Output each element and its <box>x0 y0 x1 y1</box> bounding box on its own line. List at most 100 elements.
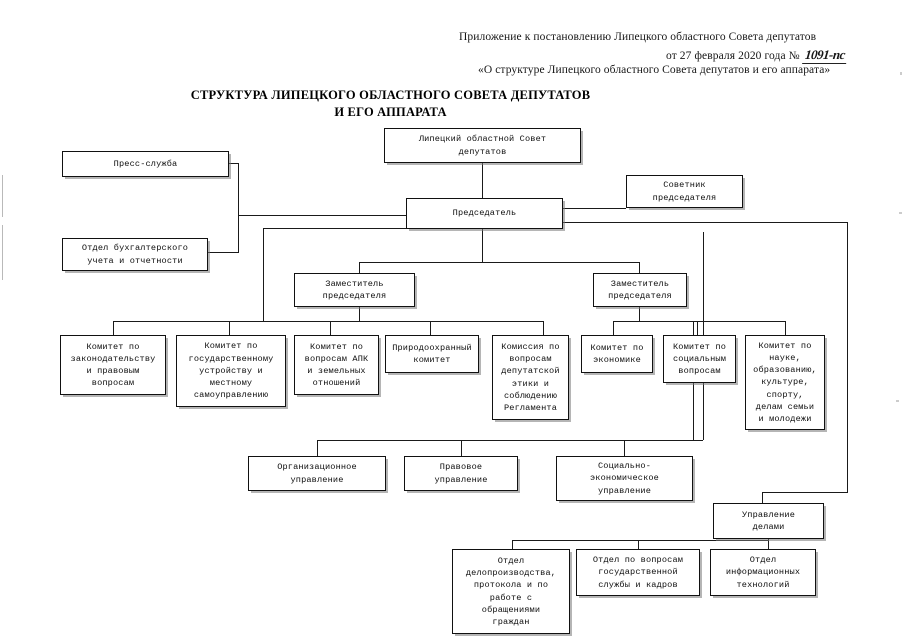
node-press-service[interactable]: Пресс-служба <box>62 151 229 177</box>
node-com-eco-line1: Природоохранный <box>392 342 472 353</box>
node-committee-economy[interactable]: Комитет по экономике <box>581 335 653 373</box>
connector-right-outer-spine <box>847 222 849 492</box>
node-chairman-label: Председатель <box>452 208 517 219</box>
node-com-economy-line1: Комитет по <box>590 342 644 353</box>
node-council[interactable]: Липецкий областной Совет депутатов <box>384 128 581 163</box>
appendix-date-prefix: от 27 февраля 2020 года № <box>666 50 800 62</box>
connector-drop-com-social <box>697 321 699 335</box>
node-committee-environment[interactable]: Природоохранный комитет <box>385 335 479 373</box>
node-com-law-line3: и правовым <box>86 366 140 376</box>
node-com-science-line5: спорту, <box>766 389 804 400</box>
appendix-number-handwritten: 1091-пс <box>801 47 848 64</box>
node-com-state-line3: устройству и <box>199 365 263 376</box>
connector-deputy-left-down <box>359 307 361 322</box>
connector-drop-com-state <box>229 321 231 335</box>
connector-drop-off-records <box>512 540 514 549</box>
node-com-social-line1: Комитет по <box>672 341 727 352</box>
node-com-law-line2: законодательству <box>70 353 156 364</box>
node-com-law-line1: Комитет по <box>86 341 140 352</box>
node-accounting-department[interactable]: Отдел бухгалтерского учета и отчетности <box>62 238 208 271</box>
node-com-state-line5: самоуправлению <box>193 390 269 401</box>
connector-chairman-left-stub <box>238 215 406 217</box>
connector-chairman-down <box>482 228 484 263</box>
node-com-ethics-line2: вопросам <box>509 354 552 365</box>
connector-drop-com-apk <box>330 321 332 335</box>
node-council-line1: Липецкий областной Совет <box>418 134 547 145</box>
node-press-label: Пресс-служба <box>113 158 178 169</box>
connector-committee-bus-right <box>613 321 785 323</box>
node-committee-state-structure[interactable]: Комитет по государственному устройству и… <box>176 335 286 407</box>
connector-offices-bus <box>512 540 769 542</box>
node-legal-department[interactable]: Правовое управление <box>404 456 518 491</box>
node-com-science-line4: культуре, <box>761 377 809 388</box>
connector-mgmt-left-spine <box>263 228 265 321</box>
connector-deputy-right-down <box>639 307 641 322</box>
node-committee-science[interactable]: Комитет по науке, образованию, культуре,… <box>745 335 825 430</box>
node-dep-affairs-line1: Управление <box>741 509 796 520</box>
node-accounting-line1: Отдел бухгалтерского <box>81 243 189 254</box>
node-deputy-chairman-left[interactable]: Заместитель председателя <box>294 273 415 307</box>
node-advisor-line1: Советник <box>663 180 706 191</box>
node-deputy-left-line2: председателя <box>322 291 387 301</box>
node-deputy-right-line1: Заместитель <box>610 278 670 289</box>
scan-artifact <box>2 175 3 217</box>
node-off-service-line1: Отдел по вопросам <box>592 555 684 566</box>
connector-chairman-lower-left <box>263 228 407 230</box>
node-it-office[interactable]: Отдел информационных технологий <box>710 549 816 596</box>
node-com-state-line2: государственному <box>188 353 274 364</box>
node-com-science-line6: делам семьи <box>755 401 815 412</box>
node-dep-legal-line1: Правовое <box>439 462 483 473</box>
node-off-records-line4: работе с <box>489 592 533 603</box>
node-civil-service-office[interactable]: Отдел по вопросам государственной службы… <box>576 549 700 596</box>
node-commission-ethics[interactable]: Комиссия по вопросам депутатской этики и… <box>492 335 569 420</box>
node-committee-social[interactable]: Комитет по социальным вопросам <box>663 335 736 383</box>
node-records-office[interactable]: Отдел делопроизводства, протокола и по р… <box>452 549 570 634</box>
scan-artifact <box>900 72 902 75</box>
node-committee-legislation[interactable]: Комитет по законодательству и правовым в… <box>60 335 166 395</box>
node-com-science-line7: и молодежи <box>758 414 812 424</box>
node-off-it-line3: технологий <box>736 579 790 590</box>
node-com-science-line1: Комитет по <box>758 340 812 351</box>
node-off-records-line3: протокола и по <box>473 580 549 591</box>
node-com-apk-line3: и земельных <box>307 366 366 376</box>
appendix-subject-line: «О структуре Липецкого областного Совета… <box>478 64 831 76</box>
node-dep-affairs-line2: делами <box>752 522 785 532</box>
connector-drop-com-law <box>113 321 115 335</box>
node-dep-org-line2: управление <box>290 474 344 485</box>
connector-council-to-chairman <box>482 162 484 198</box>
node-com-law-line4: вопросам <box>91 378 135 389</box>
node-deputy-left-line1: Заместитель <box>325 278 384 289</box>
node-com-social-line2: социальным <box>672 353 727 364</box>
node-deputy-chairman-right[interactable]: Заместитель председателя <box>593 273 687 307</box>
node-off-it-line2: информационных <box>725 567 801 578</box>
node-socio-economic-department[interactable]: Социально- экономическое управление <box>556 456 693 501</box>
node-com-economy-line2: экономике <box>593 355 641 365</box>
scan-artifact <box>2 225 3 280</box>
connector-management-bus <box>317 440 703 442</box>
connector-to-affairs-top <box>762 492 848 494</box>
connector-bus-to-deputy-right <box>639 262 641 273</box>
node-off-records-line2: делопроизводства, <box>465 568 557 579</box>
connector-chairman-right-long <box>563 222 848 224</box>
connector-deputy-bus <box>359 262 640 264</box>
node-off-records-line1: Отдел <box>497 555 525 566</box>
node-advisor[interactable]: Советник председателя <box>626 175 743 208</box>
node-off-service-line3: службы и кадров <box>598 579 678 590</box>
node-affairs-department[interactable]: Управление делами <box>713 503 824 539</box>
connector-drop-com-economy <box>613 321 615 335</box>
connector-drop-com-eco <box>430 321 432 335</box>
node-com-state-line1: Комитет по <box>204 341 258 352</box>
connector-left-spine <box>238 163 240 253</box>
appendix-reference-line-1: Приложение к постановлению Липецкого обл… <box>459 31 817 43</box>
node-advisor-line2: председателя <box>652 192 717 203</box>
node-com-ethics-line4: этики и <box>511 378 550 389</box>
node-com-science-line3: образованию, <box>753 365 817 376</box>
node-dep-socecon-line1: Социально- <box>597 461 652 472</box>
appendix-date-number-line: от 27 февраля 2020 года № 1091-пс <box>666 47 848 64</box>
node-organizational-department[interactable]: Организационное управление <box>248 456 386 491</box>
node-committee-agriculture[interactable]: Комитет по вопросам АПК и земельных отно… <box>294 335 379 395</box>
node-chairman[interactable]: Председатель <box>406 198 563 229</box>
scan-artifact <box>896 400 899 402</box>
node-com-ethics-line3: депутатской <box>501 366 560 377</box>
node-com-science-line2: науке, <box>769 352 801 363</box>
